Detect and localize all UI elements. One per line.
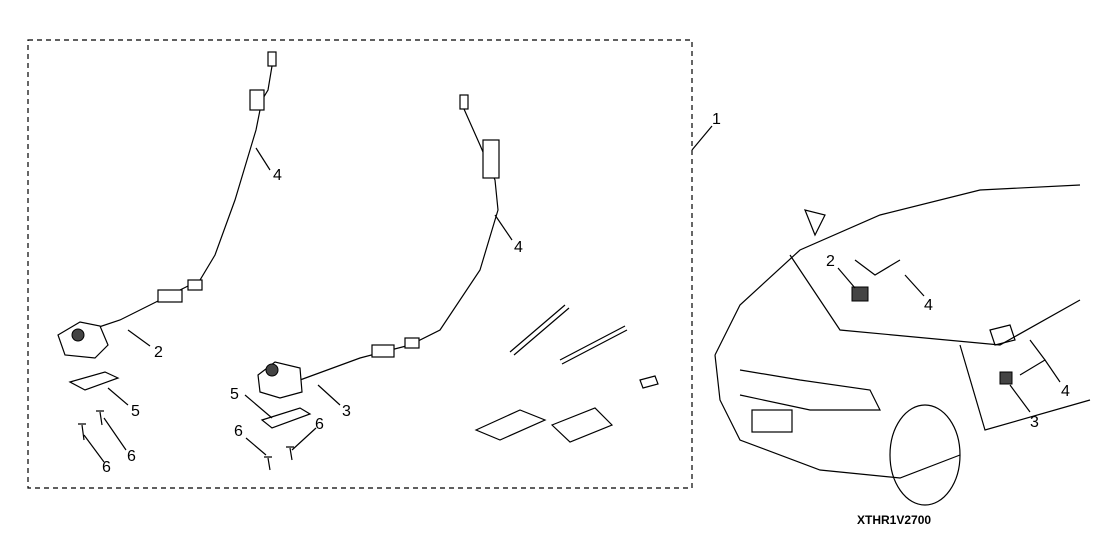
left-harness <box>89 51 277 331</box>
callout-right-gasket: 5 <box>230 386 239 403</box>
callout-left-harness: 4 <box>273 167 282 184</box>
kit-boundary <box>27 39 693 489</box>
callout-screw-d: 6 <box>315 416 324 433</box>
diagram-code: XTHR1V2700 <box>857 513 932 527</box>
leader-lines <box>83 125 713 463</box>
left-camera <box>57 321 109 359</box>
callout-screw-c: 6 <box>234 423 243 440</box>
callout-right-camera: 3 <box>342 403 351 420</box>
callout-car-right-harness: 4 <box>1061 383 1070 400</box>
callout-right-harness: 4 <box>514 239 523 256</box>
callout-left-camera: 2 <box>154 344 163 361</box>
callout-kit: 1 <box>712 111 721 128</box>
callout-car-right-camera: 3 <box>1030 414 1039 431</box>
callout-car-left-camera: 2 <box>826 253 835 270</box>
right-camera <box>257 361 303 399</box>
car-left-camera-mark <box>851 286 869 302</box>
screws-left <box>78 410 294 471</box>
car-leader-lines <box>837 267 1061 413</box>
callout-car-left-harness: 4 <box>924 297 933 314</box>
vehicle-illustration <box>714 184 1091 506</box>
accessories <box>474 304 659 443</box>
right-gasket <box>260 407 312 429</box>
right-harness <box>299 94 500 381</box>
callout-screw-a: 6 <box>127 448 136 465</box>
left-gasket <box>68 371 120 391</box>
callout-screw-b: 6 <box>102 459 111 476</box>
car-right-camera-mark <box>999 371 1013 385</box>
callout-left-gasket: 5 <box>131 403 140 420</box>
